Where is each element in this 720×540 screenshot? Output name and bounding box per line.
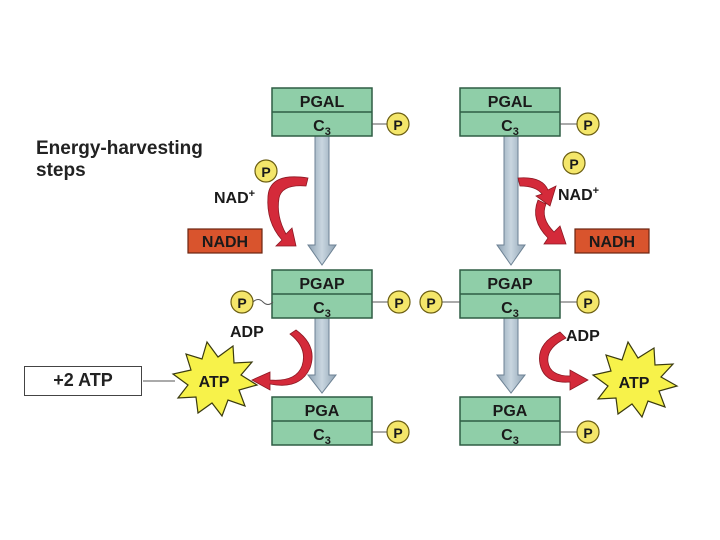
title-line-2: steps [36, 160, 86, 181]
nadh-box: NADH [187, 228, 263, 254]
svg-text:P: P [569, 156, 578, 172]
pgap-box: PGAP C3 [271, 269, 373, 320]
svg-text:P: P [261, 164, 270, 180]
phosphate-group: P [254, 159, 278, 183]
svg-text:ATP: ATP [619, 375, 650, 392]
carbon-label: C3 [313, 427, 331, 447]
flow-arrow [495, 317, 527, 394]
section-title: Energy-harvesting steps [36, 138, 276, 182]
red-curved-arrow [251, 329, 313, 391]
red-curved-arrow [267, 176, 309, 247]
svg-text:P: P [583, 425, 592, 441]
adp-label: ADP [230, 324, 264, 341]
pgap-label: PGAP [299, 276, 345, 293]
nad-label: NAD+ [558, 185, 599, 204]
svg-text:NADH: NADH [202, 234, 248, 251]
carbon-label: C3 [313, 300, 331, 320]
svg-text:P: P [583, 295, 592, 311]
pgal-box: PGAL C3 [459, 87, 561, 138]
atp-starburst: ATP [591, 340, 679, 419]
svg-text:P: P [237, 295, 246, 311]
red-curved-arrow [539, 331, 589, 391]
phosphate-group: P [419, 290, 443, 314]
carbon-label: C3 [501, 118, 519, 138]
carbon-label: C3 [313, 118, 331, 138]
phosphate-group: P [387, 290, 411, 314]
carbon-label: C3 [501, 427, 519, 447]
phosphate-group: P [386, 420, 410, 444]
phosphate-group: P [576, 420, 600, 444]
svg-text:P: P [583, 117, 592, 133]
svg-text:P: P [393, 117, 402, 133]
svg-text:P: P [393, 425, 402, 441]
svg-text:P: P [426, 295, 435, 311]
phosphate-group: P [576, 290, 600, 314]
left-pathway: PGAL C3 P P NAD+ NADH PGAP C3 P [143, 87, 411, 447]
atp-starburst: ATP [171, 340, 259, 418]
pga-label: PGA [305, 403, 340, 420]
pga-box: PGA C3 [271, 396, 373, 447]
phosphate-group: P [230, 290, 254, 314]
svg-text:ATP: ATP [199, 374, 230, 391]
svg-text:NADH: NADH [589, 234, 635, 251]
nad-label: NAD+ [214, 188, 255, 207]
right-pathway: PGAL C3 P P NAD+ NADH PGAP C3 P [419, 87, 679, 447]
red-curved-arrow [517, 177, 567, 245]
pgal-box: PGAL C3 [271, 87, 373, 138]
phosphate-group: P [386, 112, 410, 136]
flow-arrow [306, 317, 338, 394]
flow-arrow [496, 135, 526, 266]
nadh-box: NADH [574, 228, 650, 254]
pga-label: PGA [493, 403, 528, 420]
pgal-label: PGAL [300, 94, 345, 111]
pgal-label: PGAL [488, 94, 533, 111]
title-line-1: Energy-harvesting [36, 138, 203, 159]
svg-text:P: P [394, 295, 403, 311]
adp-label: ADP [566, 328, 600, 345]
atp-total-box: +2 ATP [24, 366, 142, 396]
phosphate-group: P [576, 112, 600, 136]
pga-box: PGA C3 [459, 396, 561, 447]
carbon-label: C3 [501, 300, 519, 320]
flow-arrow [307, 135, 337, 266]
phosphate-group: P [562, 151, 586, 175]
pgap-label: PGAP [487, 276, 533, 293]
pgap-box: PGAP C3 [459, 269, 561, 320]
